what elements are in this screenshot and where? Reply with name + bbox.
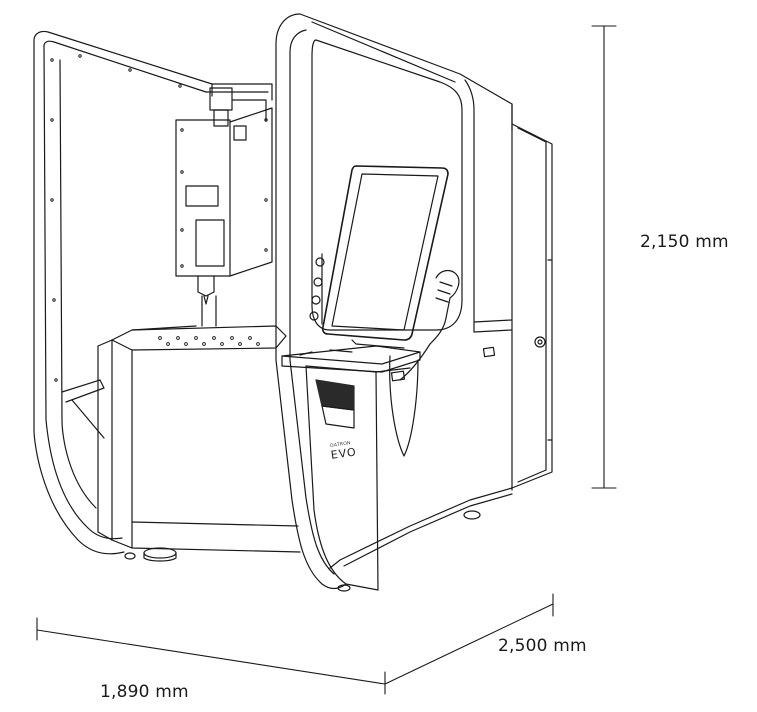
cabinet — [299, 13, 553, 569]
height-dimension-line — [591, 25, 617, 489]
depth-dimension-line — [384, 593, 554, 685]
spindle-head — [175, 87, 273, 327]
machine-base — [97, 325, 301, 562]
width-label: 1,890 mm — [100, 682, 189, 702]
width-dimension-line — [36, 617, 386, 695]
front-column — [275, 13, 481, 592]
depth-label: 2,500 mm — [498, 636, 587, 656]
table-holes — [158, 336, 260, 346]
height-label: 2,150 mm — [640, 232, 729, 252]
left-frame — [33, 30, 273, 555]
touch-monitor — [281, 165, 460, 381]
